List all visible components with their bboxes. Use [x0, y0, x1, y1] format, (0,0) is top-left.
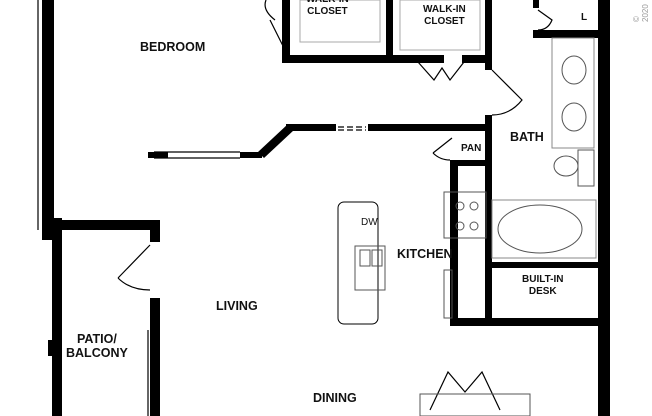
windows	[37, 0, 366, 416]
room-label-kitchen: KITCHEN	[397, 247, 453, 261]
room-label-bath: BATH	[510, 130, 544, 144]
room-label-laundry: L	[581, 12, 588, 23]
walls	[42, 0, 610, 416]
room-label-patio-balcony: PATIO/ BALCONY	[66, 332, 128, 361]
room-label-dishwasher: DW	[361, 217, 378, 228]
doors	[117, 0, 553, 411]
copyright-text: © 2020	[632, 4, 650, 22]
fixtures	[299, 0, 597, 416]
room-label-walk-in-closet-2: WALK-IN CLOSET	[423, 4, 466, 27]
room-label-living: LIVING	[216, 299, 258, 313]
room-label-pantry: PAN	[461, 143, 482, 154]
room-label-built-in-desk: BUILT-IN DESK	[522, 274, 564, 297]
room-label-bedroom: BEDROOM	[140, 40, 206, 54]
room-label-dining: DINING	[313, 391, 357, 405]
room-label-walk-in-closet-1: WALK-IN CLOSET	[306, 0, 349, 17]
